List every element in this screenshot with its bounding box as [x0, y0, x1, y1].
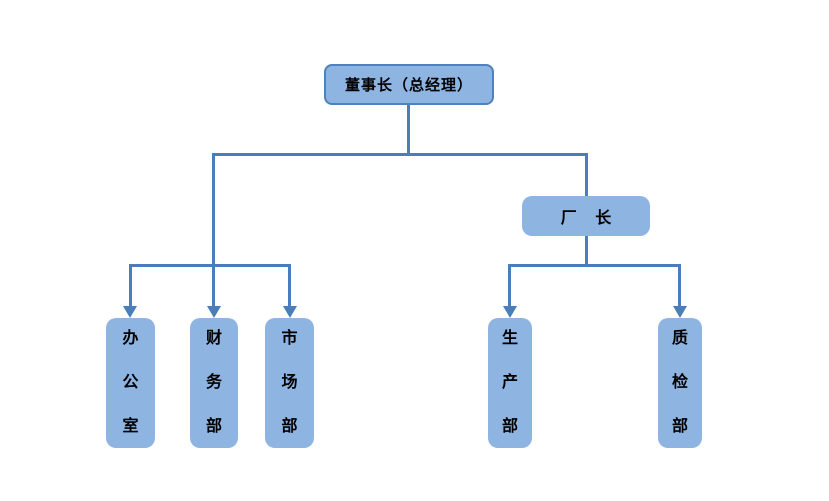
- node-quality-char: 部: [671, 418, 688, 435]
- node-office-char: 办: [122, 330, 139, 347]
- arrow-down-office-icon: [123, 306, 137, 318]
- connector-quality-stem: [678, 264, 681, 306]
- node-finance: 财 务 部: [190, 318, 238, 448]
- node-production-char: 生: [501, 330, 518, 347]
- node-office-char: 室: [122, 418, 139, 435]
- node-marketing-char: 场: [281, 374, 298, 391]
- node-quality: 质 检 部: [658, 318, 702, 448]
- connector-right-drop: [585, 153, 588, 196]
- node-quality-char: 质: [671, 330, 688, 347]
- node-office: 办 公 室: [106, 318, 155, 448]
- connector-factory-director-stem: [585, 236, 588, 267]
- connector-production-stem: [508, 264, 511, 306]
- node-production: 生 产 部: [488, 318, 532, 448]
- arrow-down-production-icon: [503, 306, 517, 318]
- node-marketing-char: 部: [281, 418, 298, 435]
- connector-office-stem: [129, 264, 132, 306]
- connector-left-drop: [212, 153, 215, 267]
- connector-marketing-stem: [288, 264, 291, 306]
- node-marketing-char: 市: [281, 330, 298, 347]
- node-production-char: 产: [501, 374, 518, 391]
- connector-finance-stem: [212, 264, 215, 306]
- node-office-char: 公: [122, 374, 139, 391]
- node-production-char: 部: [501, 418, 518, 435]
- node-finance-char: 财: [205, 330, 222, 347]
- node-marketing: 市 场 部: [265, 318, 314, 448]
- node-factory-director: 厂 长: [522, 196, 650, 236]
- node-chairman: 董事长（总经理）: [324, 64, 494, 105]
- connector-left-distribution: [129, 264, 290, 267]
- arrow-down-finance-icon: [207, 306, 221, 318]
- node-factory-director-label: 厂 长: [560, 210, 619, 227]
- connector-top-horizontal: [212, 153, 588, 156]
- node-finance-char: 部: [205, 418, 222, 435]
- node-quality-char: 检: [671, 374, 688, 391]
- node-chairman-label: 董事长（总经理）: [344, 77, 473, 94]
- node-finance-char: 务: [205, 374, 222, 391]
- connector-chairman-stem: [407, 105, 410, 153]
- arrow-down-marketing-icon: [283, 306, 297, 318]
- arrow-down-quality-icon: [673, 306, 687, 318]
- connector-right-distribution: [508, 264, 681, 267]
